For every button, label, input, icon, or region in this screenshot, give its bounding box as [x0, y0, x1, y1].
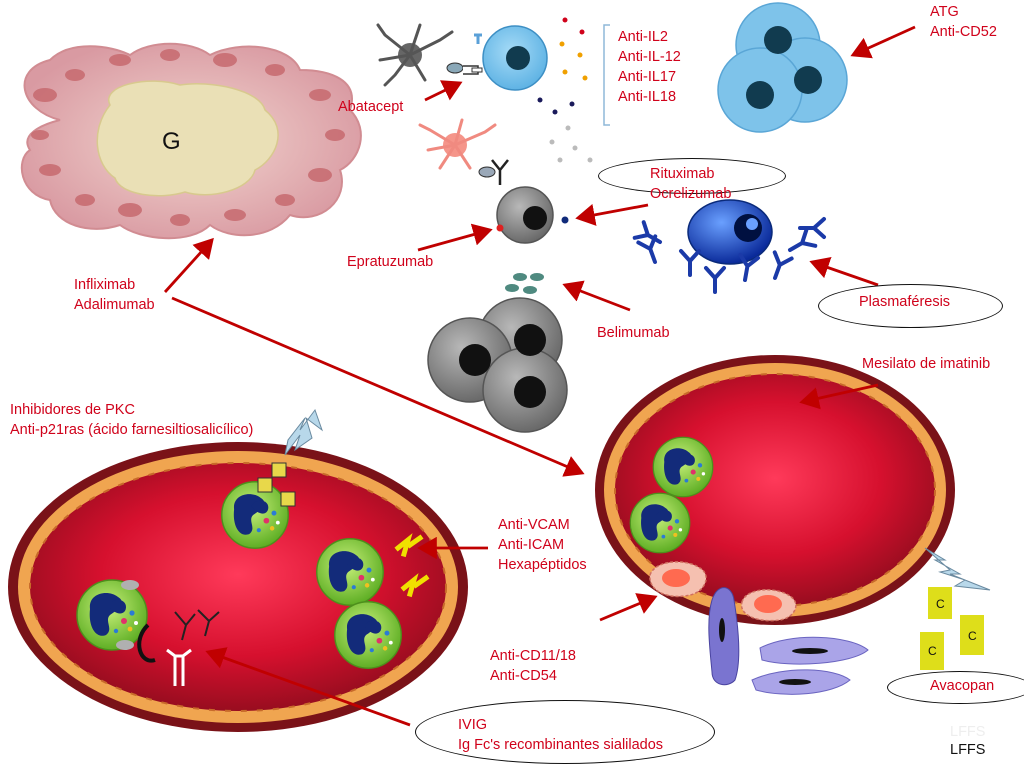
atg-label: ATG	[930, 4, 959, 20]
anti-p21ras-label: Anti-p21ras (ácido farnesiltiosalicílico…	[10, 422, 254, 438]
plasmapheresis-oval	[818, 284, 1003, 328]
anti-icam-label: Anti-ICAM	[498, 537, 565, 553]
lightning-icon	[924, 547, 991, 591]
abatacept-label: Abatacept	[338, 99, 404, 115]
lymphocyte-cluster	[717, 2, 848, 133]
granuloma-label: G	[162, 128, 181, 155]
imatinib-label: Mesilato de imatinib	[862, 356, 991, 372]
b-cell-icon	[496, 186, 569, 244]
cytokine-bracket	[603, 24, 610, 126]
infliximab-label-group: Infliximab Adalimumab	[74, 275, 155, 315]
ivig-label-group: IVIG Ig Fc's recombinantes sialilados	[458, 715, 663, 755]
anti-il2-label: Anti-IL2	[618, 29, 668, 45]
adhesion-label-group: Anti-VCAM Anti-ICAM Hexapéptidos	[498, 515, 587, 575]
granuloma	[20, 42, 362, 240]
pkc-inhibitors-label: Inhibidores de PKC	[10, 402, 135, 418]
blood-vessel-left	[8, 442, 468, 732]
dendritic-cell-icon	[376, 23, 454, 87]
anti-cd54-label: Anti-CD54	[490, 668, 557, 684]
anti-cd11-18-label: Anti-CD11/18	[490, 648, 576, 664]
c5a-label-2: C	[968, 629, 977, 643]
cytokine-dots	[537, 17, 593, 163]
ivig-label: IVIG	[458, 717, 488, 733]
anti-il12-label: Anti-IL-12	[618, 49, 681, 65]
lffs-label: LFFS	[950, 742, 986, 758]
blood-vessel-right	[595, 355, 955, 625]
hexapeptides-label: Hexapéptidos	[498, 557, 587, 573]
cd11-label-group: Anti-CD11/18 Anti-CD54	[490, 646, 576, 686]
anti-il18-label: Anti-IL18	[618, 89, 677, 105]
rituximab-oval	[598, 158, 786, 194]
receptor-complex	[446, 33, 509, 185]
avacopan-label: Avacopan	[930, 678, 995, 694]
t-cell-icon	[482, 25, 548, 91]
complement-c5a-icon	[920, 587, 984, 670]
arrows	[163, 25, 916, 727]
c5a-label-1: C	[936, 597, 945, 611]
rituximab-label-group: Rituximab Ocrelizumab	[650, 164, 731, 204]
avacopan-oval	[887, 671, 1024, 704]
c5a-label-3: C	[928, 644, 937, 658]
ig-fc-label: Ig Fc's recombinantes sialilados	[458, 737, 664, 753]
ivig-antibodies	[174, 609, 220, 641]
plasmapheresis-label: Plasmaféresis	[859, 294, 951, 310]
endothelial-cell-icon	[708, 587, 869, 695]
pkc-label-group: Inhibidores de PKC Anti-p21ras (ácido fa…	[10, 400, 253, 440]
lightning-icon	[284, 408, 324, 456]
b-cell-cluster	[427, 297, 568, 433]
ocrelizumab-label: Ocrelizumab	[650, 186, 732, 202]
infliximab-label: Infliximab	[74, 277, 136, 293]
rituximab-label: Rituximab	[650, 166, 715, 182]
fc-receptor-icon	[166, 648, 192, 686]
anti-vcam-label: Anti-VCAM	[498, 517, 570, 533]
inhibitory-loop	[116, 580, 156, 663]
cytokine-label-group: Anti-IL2 Anti-IL-12 Anti-IL17 Anti-IL18	[618, 27, 681, 107]
anti-il17-label: Anti-IL17	[618, 69, 677, 85]
epratuzumab-label: Epratuzumab	[347, 254, 434, 270]
lffs-faded-label: LFFS	[950, 724, 986, 740]
atg-label-group: ATG Anti-CD52	[930, 2, 997, 42]
plasma-cell-icon	[687, 199, 773, 265]
activated-cells	[649, 561, 797, 622]
ivig-oval	[415, 700, 715, 764]
belimumab-label: Belimumab	[597, 325, 670, 341]
dendritic-cell-icon	[418, 118, 497, 170]
adalimumab-label: Adalimumab	[74, 297, 155, 313]
anti-cd52-label: Anti-CD52	[930, 24, 997, 40]
baff-molecules	[505, 273, 544, 294]
pkc-squares	[257, 462, 296, 507]
